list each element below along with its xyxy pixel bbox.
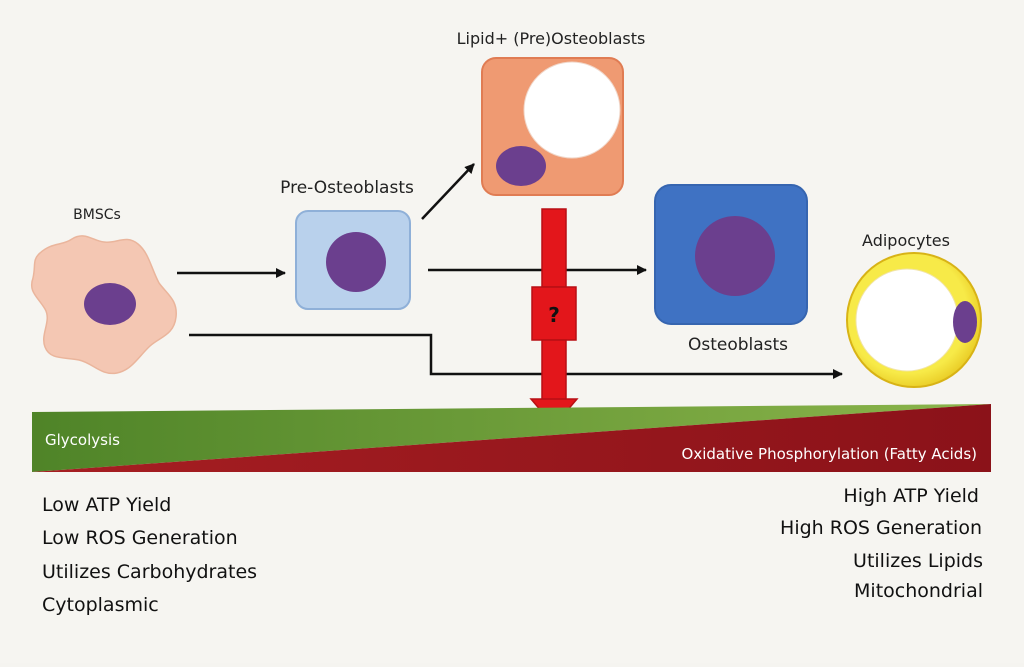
right-trait-2: High ROS Generation: [780, 517, 982, 539]
lipid-osteoblasts-label: Lipid+ (Pre)Osteoblasts: [457, 29, 646, 48]
right-trait-3: Utilizes Lipids: [853, 550, 983, 572]
adipocyte-lipid-droplet: [855, 268, 959, 372]
lipid-osteoblast-nucleus: [496, 146, 546, 186]
osteoblasts-label: Osteoblasts: [688, 335, 788, 355]
question-arrow-upper-shaft: [541, 208, 567, 288]
left-trait-4: Cytoplasmic: [42, 594, 159, 616]
bmsc-nucleus: [84, 283, 136, 325]
question-arrow-lower-shaft: [541, 339, 567, 401]
lipid-droplet: [523, 61, 621, 159]
left-trait-1: Low ATP Yield: [42, 494, 171, 516]
right-trait-1: High ATP Yield: [843, 485, 979, 507]
left-trait-2: Low ROS Generation: [42, 527, 238, 549]
right-trait-4: Mitochondrial: [854, 580, 983, 602]
arrow-pre-osteoblast-to-lipid-osteoblast: [421, 163, 475, 220]
question-mark: ?: [548, 303, 560, 327]
osteoblast-nucleus: [695, 216, 775, 296]
pre-osteoblasts-label: Pre-Osteoblasts: [280, 178, 414, 198]
bmscs-label: BMSCs: [73, 207, 121, 223]
left-trait-3: Utilizes Carbohydrates: [42, 561, 257, 583]
glycolysis-label: Glycolysis: [45, 431, 120, 449]
oxphos-label: Oxidative Phosphorylation (Fatty Acids): [682, 445, 977, 463]
oxphos-wedge: [32, 404, 991, 472]
adipocyte-nucleus: [953, 301, 977, 343]
adipocytes-label: Adipocytes: [862, 231, 950, 250]
pre-osteoblast-nucleus: [326, 232, 386, 292]
arrow-bmsc-to-adipocyte: [189, 333, 843, 379]
